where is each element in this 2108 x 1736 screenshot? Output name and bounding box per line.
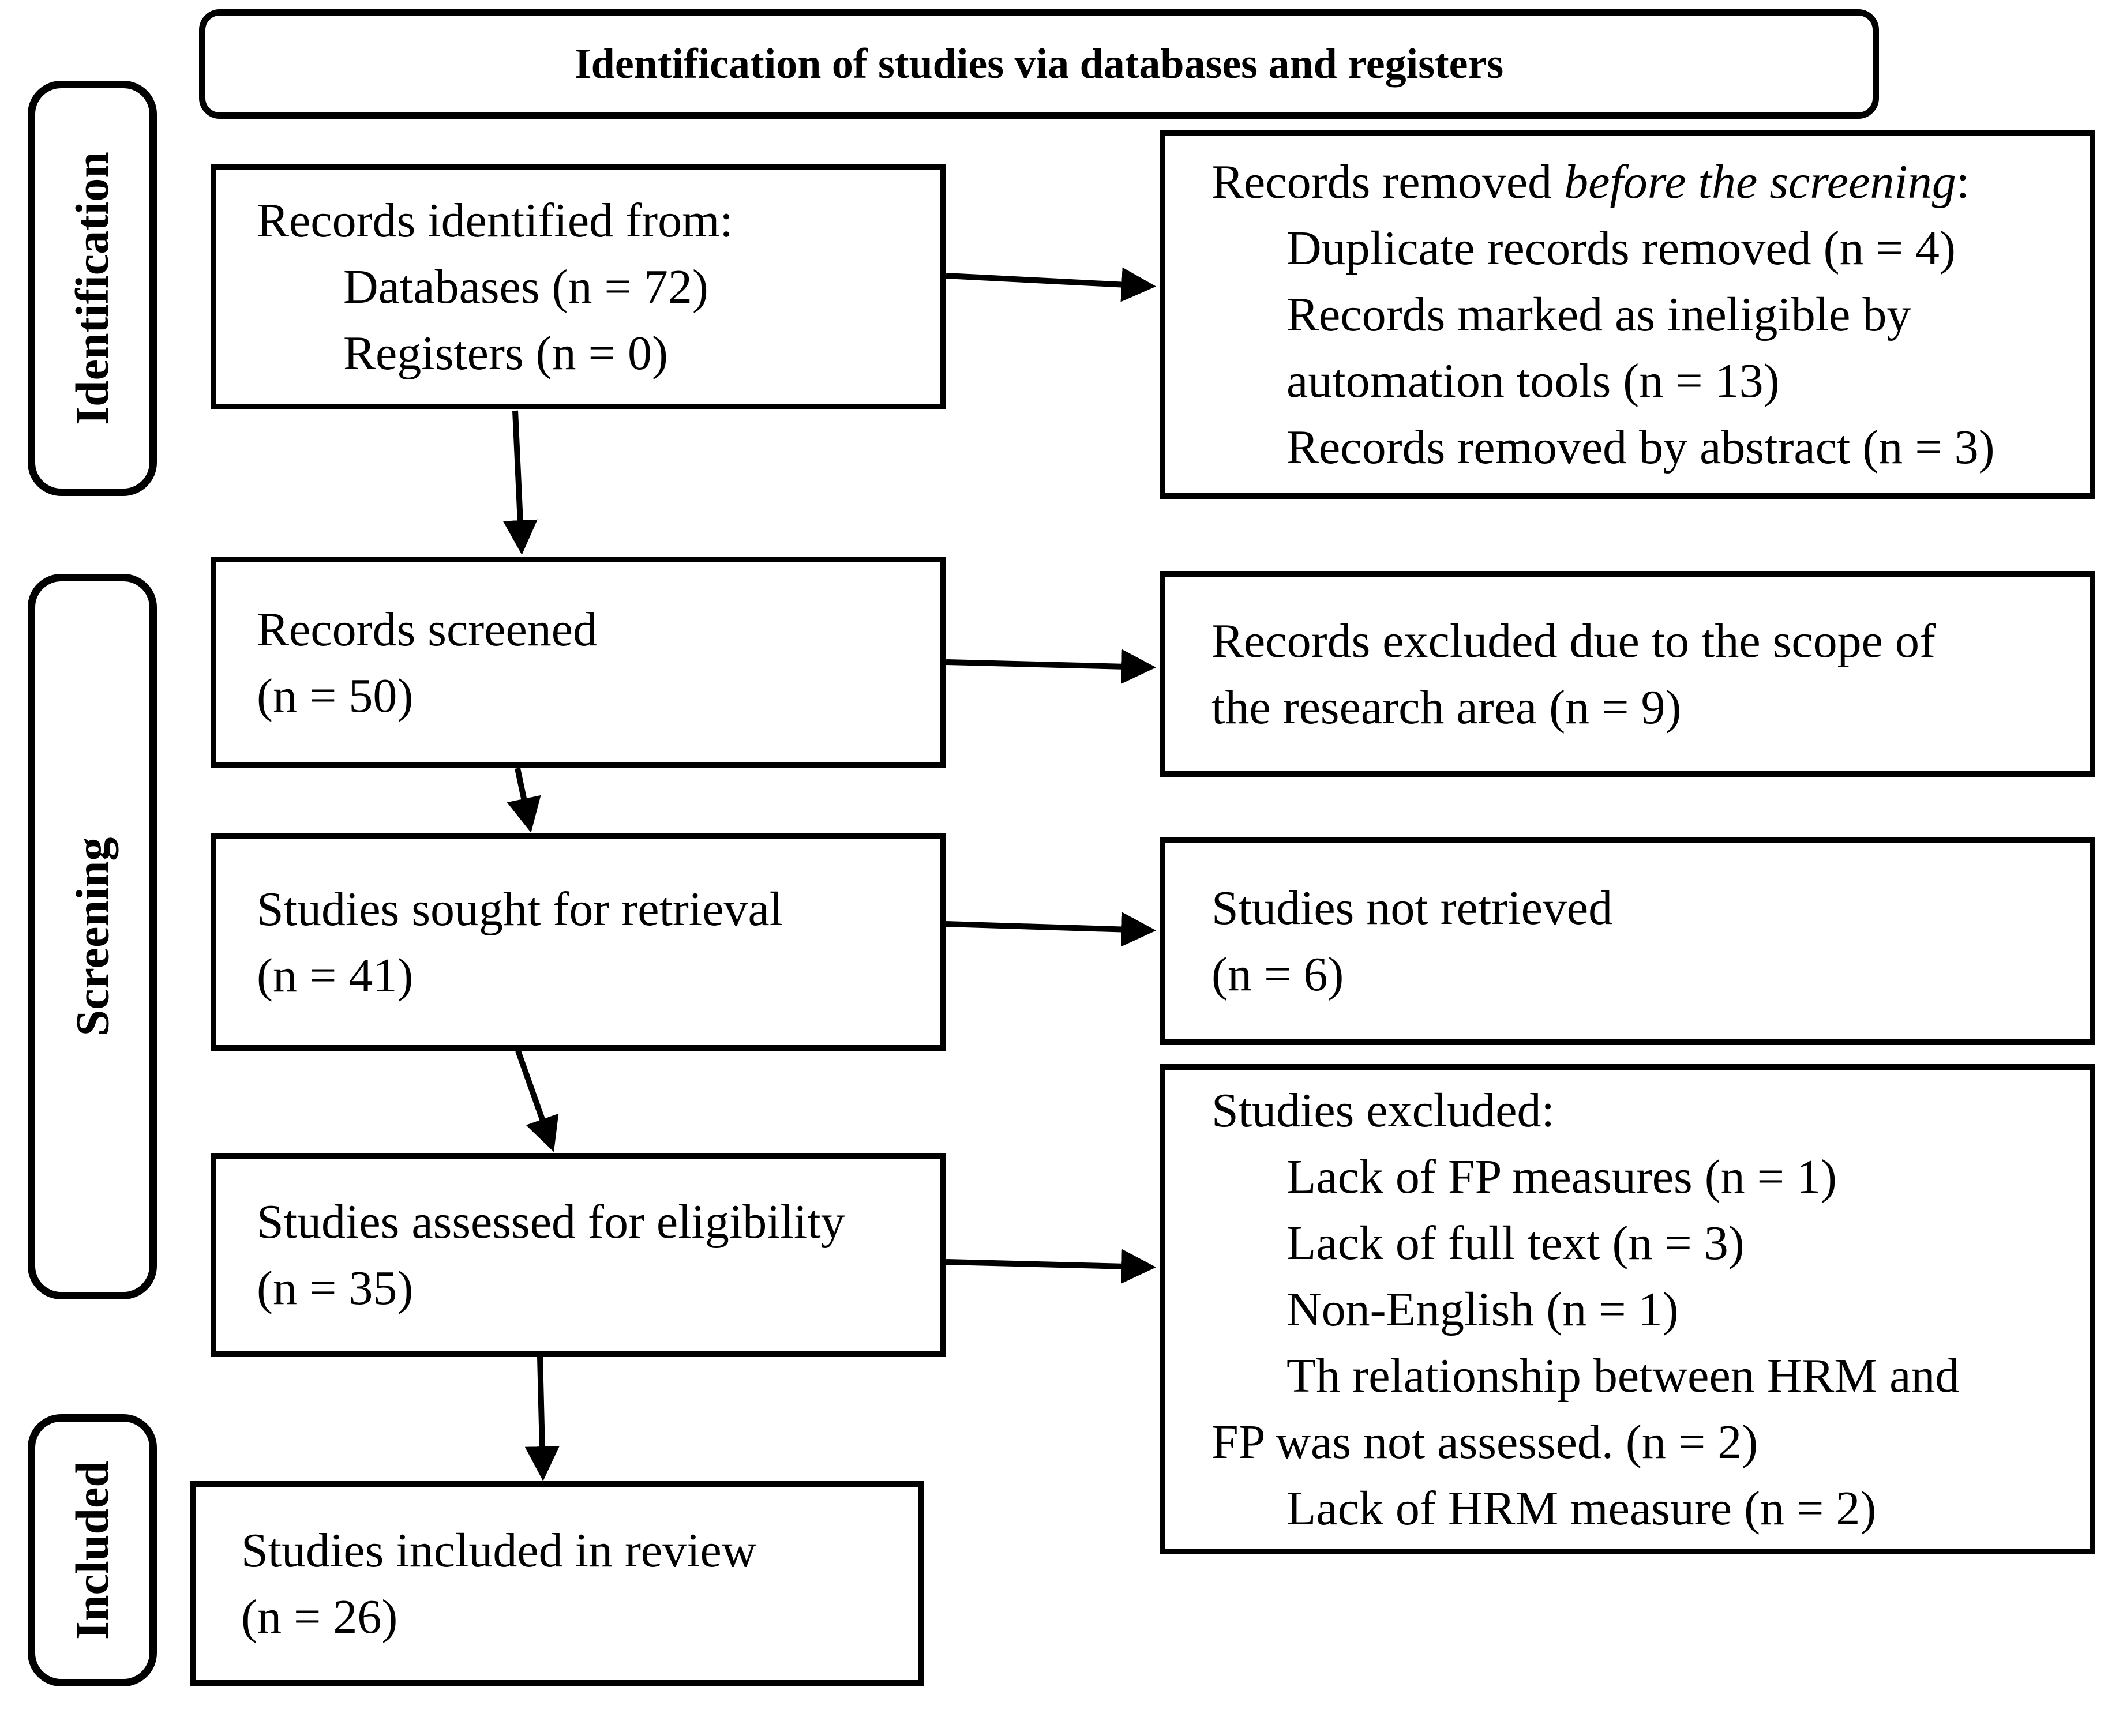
studies-sought-line2: (n = 41) [257, 948, 414, 1002]
not-retrieved-line1: Studies not retrieved [1211, 881, 1613, 935]
flow-box-studies-included: Studies included in review (n = 26) [190, 1481, 924, 1686]
records-removed-italic: before the screening [1564, 155, 1956, 209]
studies-assessed-line1: Studies assessed for eligibility [257, 1195, 845, 1249]
exclusion-box-records-removed: Records removed before the screening: Du… [1160, 130, 2095, 499]
arrow-assessed-to-excluded [946, 1249, 1156, 1284]
studies-excluded-line1: Studies excluded: [1211, 1083, 1555, 1137]
studies-excluded-line5: Th relationship between HRM and [1286, 1348, 1960, 1403]
flow-box-studies-sought: Studies sought for retrieval (n = 41) [211, 833, 946, 1051]
records-removed-line1: Records removed before the screening: [1211, 155, 1970, 209]
sidebar-identification-label: Identification [66, 152, 119, 425]
excluded-scope-line1: Records excluded due to the scope of [1211, 614, 1936, 668]
studies-sought-line1: Studies sought for retrieval [257, 882, 783, 936]
exclusion-box-not-retrieved: Studies not retrieved (n = 6) [1160, 837, 2095, 1045]
studies-included-line1: Studies included in review [241, 1523, 757, 1577]
records-removed-line2: Duplicate records removed (n = 4) [1286, 221, 1956, 275]
records-removed-line3: Records marked as ineligible by [1286, 287, 1911, 341]
flow-box-records-screened: Records screened (n = 50) [211, 557, 946, 768]
studies-excluded-line3: Lack of full text (n = 3) [1286, 1216, 1745, 1270]
title-text: Identification of studies via databases … [574, 40, 1504, 88]
studies-excluded-line2: Lack of FP measures (n = 1) [1286, 1149, 1837, 1204]
flow-box-studies-assessed: Studies assessed for eligibility (n = 35… [211, 1153, 946, 1357]
studies-excluded-line7: Lack of HRM measure (n = 2) [1286, 1481, 1877, 1535]
sidebar-screening-label: Screening [66, 837, 119, 1036]
excluded-scope-line2: the research area (n = 9) [1211, 680, 1682, 734]
arrow-screened-to-sought [507, 767, 541, 833]
not-retrieved-line2: (n = 6) [1211, 948, 1344, 1001]
records-identified-line3: Registers (n = 0) [343, 326, 668, 380]
arrow-identified-to-screened [502, 410, 538, 555]
exclusion-box-scope: Records excluded due to the scope of the… [1160, 571, 2095, 777]
arrow-identified-to-removed [946, 267, 1156, 302]
records-removed-line5: Records removed by abstract (n = 3) [1286, 420, 1995, 474]
arrow-sought-to-notretrieved [946, 912, 1156, 947]
studies-excluded-line6: FP was not assessed. (n = 2) [1211, 1415, 1758, 1469]
records-screened-line2: (n = 50) [257, 668, 414, 723]
arrow-sought-to-assessed [515, 1050, 559, 1152]
flow-box-records-identified: Records identified from: Databases (n = … [211, 164, 946, 409]
exclusion-box-studies-excluded: Studies excluded: Lack of FP measures (n… [1160, 1064, 2095, 1554]
records-removed-line4: automation tools (n = 13) [1286, 354, 1780, 408]
arrow-screened-to-excluded [946, 649, 1156, 684]
records-screened-line1: Records screened [257, 602, 598, 656]
records-identified-line2: Databases (n = 72) [343, 260, 708, 314]
sidebar-screening: Screening [28, 574, 157, 1299]
arrow-assessed-to-included [524, 1356, 560, 1481]
records-identified-line1: Records identified from: [257, 194, 733, 247]
sidebar-included-label: Included [66, 1461, 118, 1640]
studies-excluded-line4: Non-English (n = 1) [1286, 1282, 1679, 1336]
sidebar-identification: Identification [28, 81, 157, 496]
sidebar-included: Included [28, 1414, 157, 1686]
studies-assessed-line2: (n = 35) [257, 1261, 414, 1315]
title-banner: Identification of studies via databases … [199, 9, 1879, 119]
studies-included-line2: (n = 26) [241, 1590, 398, 1644]
